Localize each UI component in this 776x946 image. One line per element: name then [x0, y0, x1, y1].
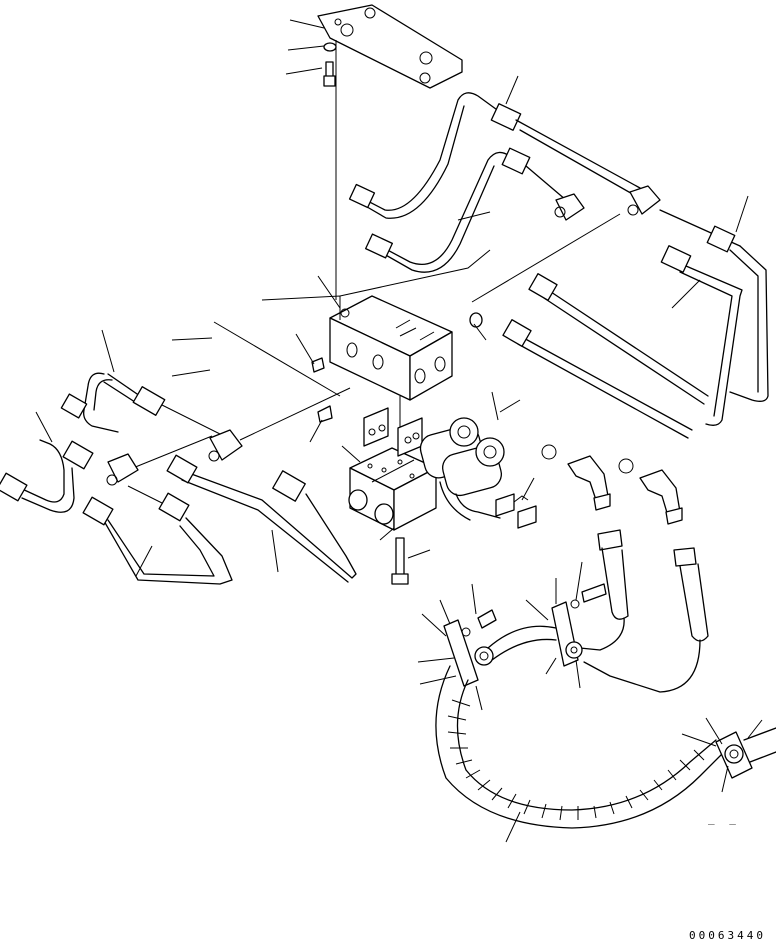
o-ring-right	[541, 444, 634, 474]
tube-bottom-middle	[166, 454, 357, 583]
drawing-code: 00063440	[689, 929, 766, 942]
valve-bolt	[391, 537, 409, 585]
tube-left-upper	[60, 372, 166, 433]
assembly-lines	[127, 40, 621, 509]
valve-block	[348, 447, 437, 531]
tube-upper-left	[348, 92, 522, 219]
connector-plugs	[495, 493, 537, 529]
o-ring-set	[363, 407, 423, 457]
leader-lines	[35, 19, 763, 843]
hose-fitting	[597, 529, 709, 642]
hose-right-middle	[502, 273, 709, 439]
tee-fitting-right	[554, 185, 661, 221]
spiral-hose-guard	[435, 665, 725, 829]
tube-right-loop	[660, 225, 769, 426]
clamp-bolt	[461, 583, 607, 637]
tube-bottom-left	[82, 492, 233, 585]
hose-long	[579, 617, 701, 693]
drawing-note: _ _	[708, 812, 740, 825]
hose-clamp-end	[715, 727, 776, 779]
tube-long-top	[515, 119, 741, 247]
washer	[323, 42, 337, 52]
elbow-fitting-left	[106, 429, 243, 486]
solenoid-valve	[419, 417, 505, 521]
clamp-bracket	[443, 601, 583, 687]
mounting-plate	[317, 4, 463, 89]
manifold-block	[329, 295, 453, 401]
tube-upper-middle	[364, 147, 531, 273]
tube-left-lower	[0, 439, 94, 513]
elbow-adapter	[567, 455, 683, 525]
bolt	[323, 61, 336, 87]
plug-fitting	[311, 312, 483, 423]
